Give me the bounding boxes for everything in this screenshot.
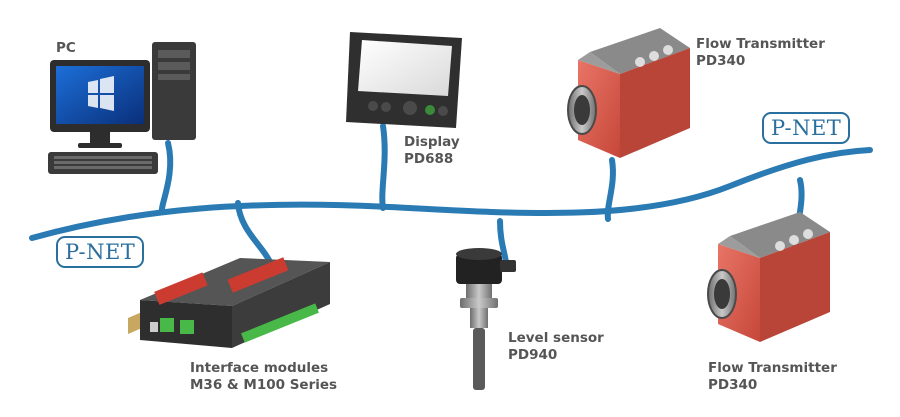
interface-modules-device [128, 257, 330, 348]
flow-bottom-label-line2: PD340 [708, 377, 758, 393]
flow-top-drop-cable [604, 157, 616, 222]
flow-top-label: Flow Transmitter PD340 [696, 36, 825, 70]
level-label-line1: Level sensor [508, 330, 604, 346]
display-label-line1: Display [404, 134, 460, 150]
flow-top-label-line1: Flow Transmitter [696, 36, 825, 52]
pnet-label-right: P-NET [762, 112, 851, 144]
display-label: Display PD688 [404, 134, 460, 168]
display-drop-cable [379, 123, 388, 211]
display-device [346, 32, 462, 128]
interface-label-line1: Interface modules [190, 360, 329, 376]
display-screen [358, 40, 452, 96]
flow-transmitter-top-device [567, 28, 690, 158]
pc-drop-cable [158, 140, 174, 215]
interface-label: Interface modules M36 & M100 Series [190, 360, 337, 394]
level-label: Level sensor PD940 [508, 330, 604, 364]
level-sensor-probe [473, 328, 485, 390]
windows-logo-icon [88, 76, 114, 111]
level-label-line2: PD940 [508, 347, 558, 363]
main-bus-cable [29, 147, 873, 241]
flow-bottom-label: Flow Transmitter PD340 [708, 360, 837, 394]
interface-drop-cable [235, 200, 273, 265]
level-drop-cable [497, 218, 509, 265]
display-label-line2: PD688 [404, 151, 454, 167]
interface-label-line2: M36 & M100 Series [190, 377, 338, 393]
pc-device [48, 42, 196, 174]
flow-top-label-line2: PD340 [696, 53, 746, 69]
level-sensor-device [456, 248, 516, 390]
flow-bottom-label-line1: Flow Transmitter [708, 360, 837, 376]
pnet-label-left: P-NET [56, 236, 145, 268]
pc-label: PC [56, 40, 76, 57]
pc-name: PC [56, 40, 76, 56]
flow-transmitter-bottom-device [707, 212, 830, 342]
